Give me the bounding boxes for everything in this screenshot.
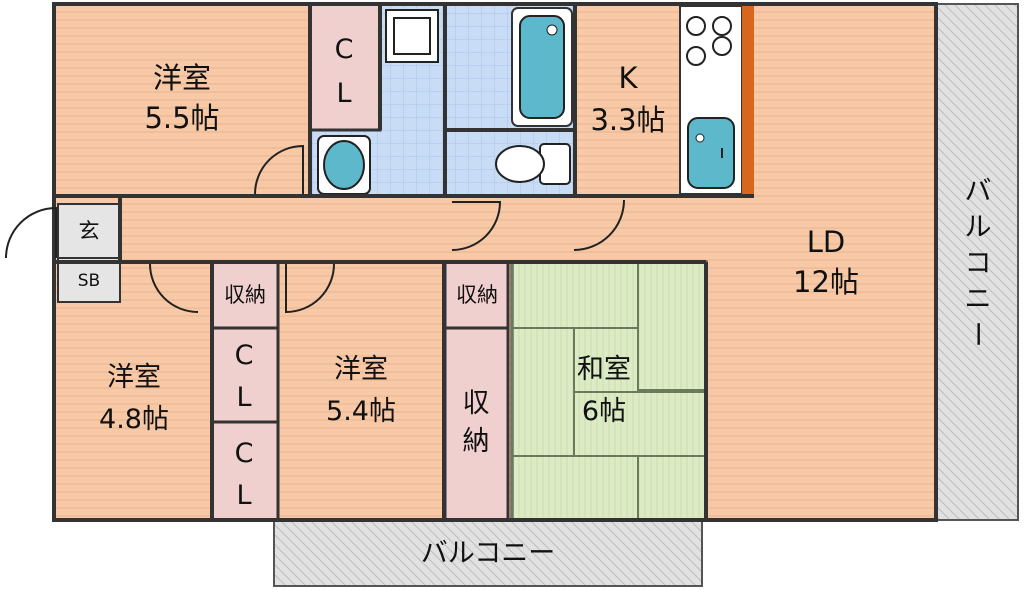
doors xyxy=(5,144,625,314)
closet-top xyxy=(308,2,382,132)
walls xyxy=(52,2,938,522)
stove-icon xyxy=(686,16,732,66)
closet-mid-label-c: C xyxy=(235,340,254,371)
room-name-kitchen: K xyxy=(618,61,638,95)
shoe-box-label: SB xyxy=(78,271,100,291)
closet-bottom-label-l: L xyxy=(236,480,251,511)
balcony-south xyxy=(273,519,703,587)
room-size-kitchen: 3.3帖 xyxy=(590,103,665,137)
balcony-east-char-1: バ xyxy=(965,176,992,207)
room-name-western-center: 洋室 xyxy=(334,354,388,385)
balcony-east-char-2: ル xyxy=(965,212,992,243)
shoe-box-area xyxy=(57,257,121,303)
closet-bottom-label-c: C xyxy=(235,438,254,469)
toilet-icon xyxy=(495,143,571,185)
room-size-western-sw: 4.8帖 xyxy=(99,404,169,435)
closet-top-label-l: L xyxy=(336,78,351,109)
room-name-ld: LD xyxy=(807,225,846,259)
storage-left-label: 収納 xyxy=(224,283,266,307)
closet-mid xyxy=(210,326,280,424)
kitchen-sink-icon xyxy=(687,117,735,189)
kitchen-backsplash xyxy=(742,6,754,196)
storage-vertical-char-2: 納 xyxy=(463,426,490,457)
storage-vertical-char-1: 収 xyxy=(463,388,490,419)
wash-basin-icon xyxy=(317,135,371,195)
room-name-western-sw: 洋室 xyxy=(107,362,161,393)
room-size-western-nw: 5.5帖 xyxy=(144,101,219,135)
room-size-japanese: 6帖 xyxy=(582,396,626,427)
storage-center-label: 収納 xyxy=(456,283,498,307)
storage-vertical xyxy=(443,326,510,522)
balcony-east-char-5: ー xyxy=(961,321,992,348)
room-name-western-nw: 洋室 xyxy=(153,61,211,95)
room-size-western-center: 5.4帖 xyxy=(326,396,396,427)
balcony-east-char-3: コ xyxy=(965,248,992,279)
genkan-label: 玄 xyxy=(79,219,100,243)
washing-machine-icon xyxy=(385,9,439,63)
balcony-east-char-4: ニ xyxy=(965,284,992,315)
room-size-ld: 12帖 xyxy=(793,265,859,299)
room-name-japanese: 和室 xyxy=(577,354,631,385)
genkan-area xyxy=(57,203,121,259)
balcony-east xyxy=(935,3,1019,521)
bathtub-icon xyxy=(511,7,573,127)
balcony-south-label: バルコニー xyxy=(421,538,555,569)
closet-top-label-c: C xyxy=(335,34,354,65)
closet-mid-label-l: L xyxy=(236,382,251,413)
